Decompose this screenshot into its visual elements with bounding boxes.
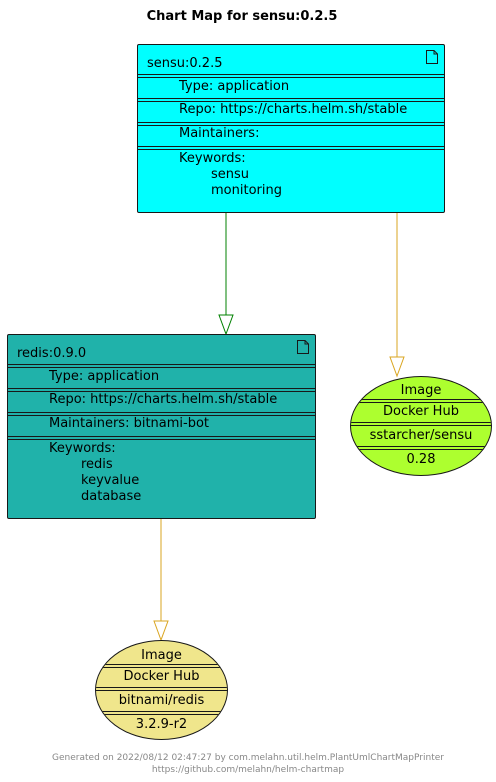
footer-link[interactable]: https://github.com/melahn/helm-chartmap — [151, 765, 345, 775]
image-node-redis[interactable]: Image Docker Hub bitnami/redis 3.2.9-r2 — [95, 640, 228, 740]
separator — [8, 388, 315, 392]
separator — [138, 146, 444, 150]
document-icon — [426, 50, 438, 64]
separator — [96, 664, 227, 668]
chart-repo: Repo: https://charts.helm.sh/stable — [49, 392, 278, 407]
arrowhead-redis-to-image — [153, 620, 169, 642]
chart-keywords-label: Keywords: — [49, 441, 116, 456]
chart-node-sensu[interactable]: sensu:0.2.5 Type: application Repo: http… — [137, 44, 445, 213]
image-node-sensu[interactable]: Image Docker Hub sstarcher/sensu 0.28 — [350, 376, 492, 476]
footer-generated: Generated on 2022/08/12 02:47:27 by com.… — [52, 753, 444, 763]
separator — [8, 436, 315, 440]
chart-name: redis:0.9.0 — [17, 346, 87, 361]
separator — [351, 422, 491, 426]
image-registry: Docker Hub — [123, 669, 200, 684]
chart-maintainers: Maintainers: bitnami-bot — [49, 416, 210, 431]
separator — [138, 98, 444, 102]
chart-type: Type: application — [49, 369, 160, 384]
keyword-item: sensu — [211, 167, 250, 182]
chart-node-redis[interactable]: redis:0.9.0 Type: application Repo: http… — [7, 334, 316, 519]
separator — [8, 412, 315, 416]
document-icon — [297, 340, 309, 354]
separator — [138, 74, 444, 78]
keyword-item: monitoring — [211, 183, 282, 198]
chart-name: sensu:0.2.5 — [147, 56, 223, 71]
chart-maintainers: Maintainers: — [179, 126, 260, 141]
separator — [96, 711, 227, 715]
page-title: Chart Map for sensu:0.2.5 — [146, 9, 338, 24]
chart-keywords-label: Keywords: — [179, 151, 246, 166]
image-tag: 0.28 — [406, 452, 436, 467]
keyword-item: keyvalue — [81, 473, 140, 488]
separator — [96, 687, 227, 691]
chart-repo: Repo: https://charts.helm.sh/stable — [179, 102, 408, 117]
arrowhead-sensu-to-image — [389, 356, 405, 378]
image-label: Image — [141, 648, 182, 663]
image-repository: bitnami/redis — [118, 693, 205, 708]
separator — [8, 364, 315, 368]
image-registry: Docker Hub — [383, 404, 459, 419]
arrowhead-sensu-to-redis — [218, 314, 234, 336]
keyword-item: redis — [81, 457, 113, 472]
image-label: Image — [400, 383, 442, 398]
separator — [138, 122, 444, 126]
separator — [351, 446, 491, 450]
image-repository: sstarcher/sensu — [369, 428, 473, 443]
separator — [351, 399, 491, 403]
keyword-item: database — [81, 489, 142, 504]
image-tag: 3.2.9-r2 — [135, 717, 188, 732]
chart-type: Type: application — [179, 79, 290, 94]
